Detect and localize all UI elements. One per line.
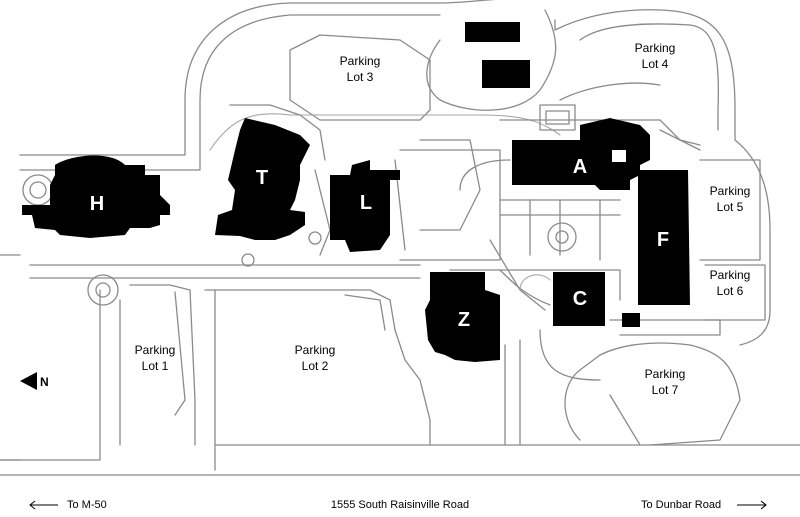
parking-lot-2: Parking Lot 2 bbox=[295, 343, 336, 373]
building-h[interactable]: H bbox=[22, 155, 170, 238]
top-building-lower bbox=[482, 60, 530, 88]
north-arrow-icon bbox=[20, 372, 37, 390]
parking-lot-3: Parking Lot 3 bbox=[340, 54, 381, 84]
parking-lot-2-line2: Lot 2 bbox=[302, 359, 329, 373]
parking-lot-1-line2: Lot 1 bbox=[142, 359, 169, 373]
parking-lot-7: Parking Lot 7 bbox=[645, 367, 686, 397]
parking-lot-4-line2: Lot 4 bbox=[642, 57, 669, 71]
north-label: N bbox=[40, 375, 49, 389]
parking-lot-4: Parking Lot 4 bbox=[635, 41, 676, 71]
road-network bbox=[0, 0, 800, 476]
parking-lot-1-line1: Parking bbox=[135, 343, 176, 357]
parking-lot-6-line1: Parking bbox=[710, 268, 751, 282]
parking-lot-7-line2: Lot 7 bbox=[652, 383, 679, 397]
building-c-label: C bbox=[573, 288, 587, 310]
building-t-label: T bbox=[256, 167, 268, 189]
parking-lot-2-line1: Parking bbox=[295, 343, 336, 357]
building-z[interactable]: Z bbox=[425, 272, 500, 362]
top-building-upper bbox=[465, 22, 520, 42]
right-arrow-icon bbox=[737, 500, 767, 510]
building-t[interactable]: T bbox=[215, 118, 310, 240]
parking-lot-3-line1: Parking bbox=[340, 54, 381, 68]
building-h-label: H bbox=[90, 193, 104, 215]
building-a-label: A bbox=[573, 156, 587, 178]
parking-lot-3-line2: Lot 3 bbox=[347, 70, 374, 84]
address-label: 1555 South Raisinville Road bbox=[331, 499, 469, 511]
building-c[interactable]: C bbox=[553, 272, 605, 326]
north-indicator: N bbox=[20, 372, 49, 390]
parking-lot-1: Parking Lot 1 bbox=[135, 343, 176, 373]
left-arrow-icon bbox=[29, 500, 58, 510]
parking-lot-6: Parking Lot 6 bbox=[710, 268, 751, 298]
to-dunbar-road-label: To Dunbar Road bbox=[641, 499, 721, 511]
parking-lot-6-line2: Lot 6 bbox=[717, 284, 744, 298]
to-m50-label: To M-50 bbox=[67, 499, 107, 511]
building-f-label: F bbox=[657, 229, 669, 251]
parking-lot-4-line1: Parking bbox=[635, 41, 676, 55]
parking-lot-5: Parking Lot 5 bbox=[710, 184, 751, 214]
building-l[interactable]: L bbox=[330, 160, 400, 252]
building-z-label: Z bbox=[458, 309, 470, 331]
small-building bbox=[622, 313, 640, 327]
building-f[interactable]: F bbox=[638, 170, 690, 305]
building-a[interactable]: A bbox=[512, 118, 650, 190]
parking-lot-5-line1: Parking bbox=[710, 184, 751, 198]
building-l-label: L bbox=[360, 192, 372, 214]
parking-lot-5-line2: Lot 5 bbox=[717, 200, 744, 214]
footer-directions: To M-50 1555 South Raisinville Road To D… bbox=[29, 499, 767, 511]
buildings: H T L A F C bbox=[22, 22, 690, 362]
parking-lot-7-line1: Parking bbox=[645, 367, 686, 381]
